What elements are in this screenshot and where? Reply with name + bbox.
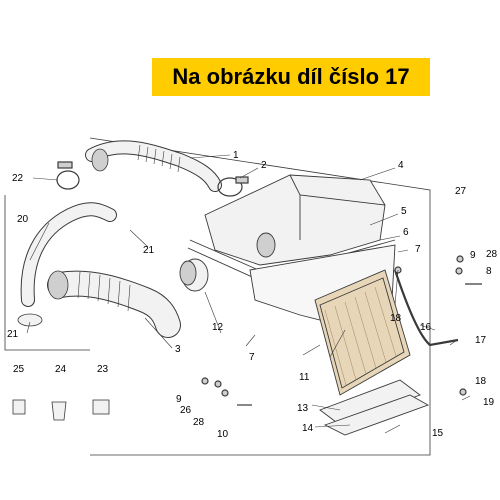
left-frame <box>4 195 90 351</box>
intake-bellows <box>47 270 181 338</box>
callout-8: 8 <box>486 266 492 277</box>
callout-28a: 28 <box>486 249 498 260</box>
callout-7a: 7 <box>415 244 421 255</box>
callout-7b: 7 <box>249 352 255 363</box>
callout-10: 10 <box>217 429 229 440</box>
callout-1: 1 <box>233 150 239 161</box>
callout-labels: 1 2 3 4 5 6 7 7 8 9 9 10 11 12 13 14 15 … <box>7 150 498 440</box>
bolts <box>201 255 482 406</box>
callout-15: 15 <box>432 428 444 439</box>
callout-18a: 18 <box>390 313 402 324</box>
banner-background <box>152 58 430 96</box>
callout-2: 2 <box>261 160 267 171</box>
assembly-frame <box>89 137 431 456</box>
filter-bracket <box>319 379 430 436</box>
callout-21a: 21 <box>143 245 155 256</box>
callout-11: 11 <box>299 372 310 383</box>
callout-28b: 28 <box>193 417 205 428</box>
rubber-sleeve <box>179 258 209 292</box>
callout-17: 17 <box>475 335 487 346</box>
banner-text: Na obrázku díl číslo 17 <box>172 64 410 89</box>
callout-20: 20 <box>17 214 29 225</box>
callout-12: 12 <box>212 322 224 333</box>
callout-9a: 9 <box>470 250 476 261</box>
hose-clamp-22 <box>56 161 80 190</box>
hose-clamp-2 <box>217 176 249 197</box>
callout-4: 4 <box>398 160 404 171</box>
callout-27: 27 <box>455 186 467 197</box>
callout-21b: 21 <box>7 329 19 340</box>
callout-23: 23 <box>97 364 109 375</box>
callout-24: 24 <box>55 364 67 375</box>
callout-5: 5 <box>401 206 407 217</box>
breather-hose <box>17 202 117 327</box>
callout-6: 6 <box>403 227 409 238</box>
callout-9b: 9 <box>176 394 182 405</box>
drain-tube <box>393 269 459 347</box>
small-parts <box>12 399 110 421</box>
part-number-banner: Na obrázku díl číslo 17 <box>152 58 430 96</box>
callout-13: 13 <box>297 403 309 414</box>
callout-22: 22 <box>12 173 24 184</box>
intake-hose-upper <box>85 140 222 192</box>
callout-26: 26 <box>180 405 192 416</box>
callout-14: 14 <box>302 423 314 434</box>
callout-25: 25 <box>13 364 25 375</box>
callout-18b: 18 <box>475 376 487 387</box>
callout-19: 19 <box>483 397 495 408</box>
callout-16: 16 <box>420 322 432 333</box>
callout-3: 3 <box>175 344 181 355</box>
air-filter-element <box>314 269 411 396</box>
